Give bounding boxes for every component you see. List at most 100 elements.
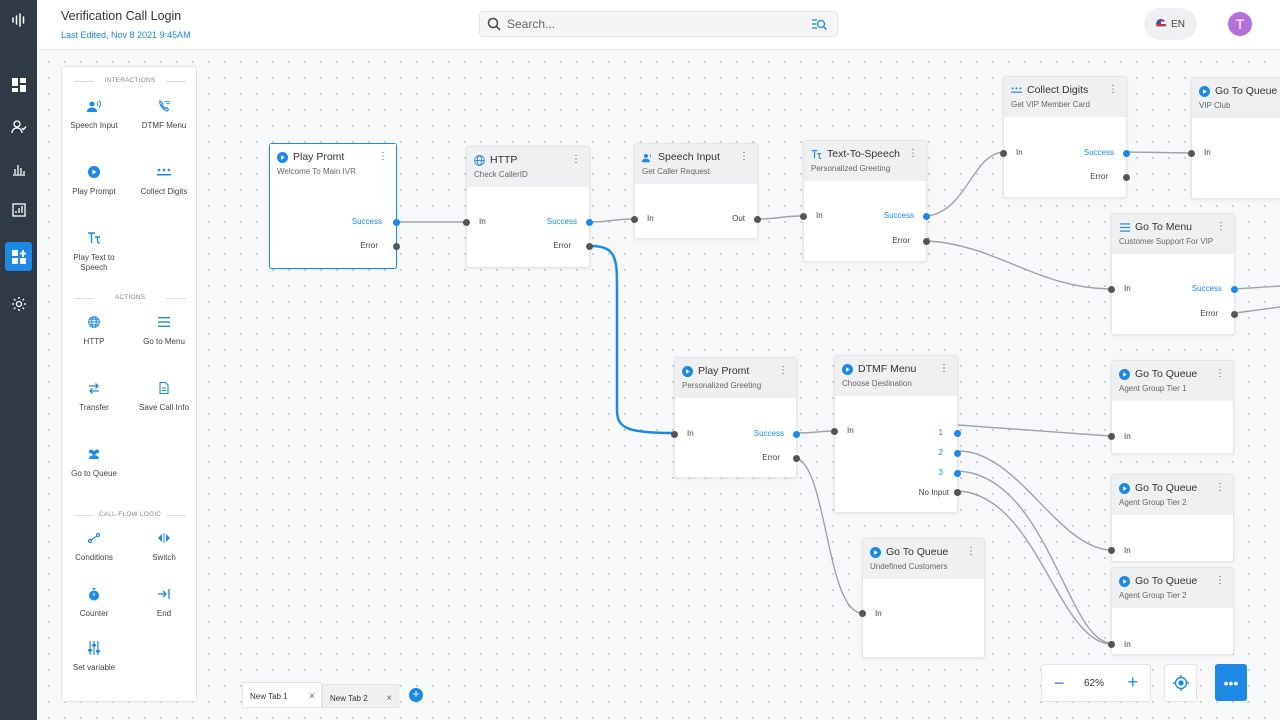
node-menu-icon[interactable]: ⋮ bbox=[778, 365, 788, 376]
input-port[interactable] bbox=[1108, 286, 1115, 293]
input-port[interactable] bbox=[1108, 641, 1115, 648]
palette-collect-digits[interactable]: Collect Digits bbox=[137, 163, 191, 197]
component-palette: INTERACTIONS Speech Input DTMF Menu Play… bbox=[61, 66, 197, 702]
node-menu-icon[interactable]: ⋮ bbox=[966, 546, 976, 557]
output-port-no-input[interactable] bbox=[954, 489, 961, 496]
user-avatar[interactable]: T bbox=[1228, 12, 1252, 36]
palette-transfer[interactable]: Transfer bbox=[67, 379, 121, 413]
output-port-error[interactable] bbox=[1231, 311, 1238, 318]
node-menu-icon[interactable]: ⋮ bbox=[571, 154, 581, 165]
node-go-to-queue-undefined[interactable]: Go To Queue Undefined Customers ⋮ In bbox=[859, 538, 985, 658]
logo-icon[interactable] bbox=[5, 6, 32, 33]
add-tab-button[interactable]: + bbox=[409, 688, 423, 702]
output-port-success[interactable] bbox=[586, 219, 593, 226]
text-to-speech-icon bbox=[811, 149, 822, 160]
recenter-button[interactable] bbox=[1164, 664, 1197, 702]
transfer-icon bbox=[67, 379, 121, 397]
advanced-search-icon[interactable] bbox=[812, 18, 827, 36]
node-go-to-queue-tier1[interactable]: Go To Queue Agent Group Tier 1 ⋮ In bbox=[1108, 360, 1234, 454]
palette-end[interactable]: End bbox=[137, 585, 191, 619]
output-port-3[interactable] bbox=[954, 470, 961, 477]
node-speech-input[interactable]: Speech Input Get Caller Request ⋮ In Out bbox=[631, 143, 761, 239]
node-menu-icon[interactable]: ⋮ bbox=[1215, 482, 1225, 493]
input-port[interactable] bbox=[1108, 433, 1115, 440]
search-input[interactable] bbox=[507, 16, 797, 32]
node-menu-icon[interactable]: ⋮ bbox=[739, 151, 749, 162]
input-port[interactable] bbox=[631, 216, 638, 223]
palette-set-variable[interactable]: Set variable bbox=[67, 639, 121, 673]
contacts-icon[interactable] bbox=[5, 113, 32, 140]
node-menu-icon[interactable]: ⋮ bbox=[1108, 84, 1118, 95]
output-port-error[interactable] bbox=[586, 243, 593, 250]
palette-counter[interactable]: Counter bbox=[67, 585, 121, 619]
node-go-to-queue-vip[interactable]: Go To Queue VIP Club In bbox=[1188, 77, 1280, 199]
play-icon bbox=[870, 546, 881, 558]
node-play-prompt-welcome[interactable]: Play Promt Welcome To Main IVR ⋮ Success… bbox=[269, 143, 400, 269]
palette-speech-input[interactable]: Speech Input bbox=[67, 97, 121, 131]
output-port-error[interactable] bbox=[793, 455, 800, 462]
zoom-control: − 62% + bbox=[1041, 664, 1151, 702]
node-go-to-queue-tier2-a[interactable]: Go To Queue Agent Group Tier 2 ⋮ In bbox=[1108, 474, 1234, 562]
left-sidebar bbox=[0, 0, 37, 720]
output-port-success[interactable] bbox=[1231, 286, 1238, 293]
stopwatch-icon bbox=[67, 585, 121, 603]
reports-icon[interactable] bbox=[5, 196, 32, 223]
palette-save-call-info[interactable]: Save Call Info bbox=[137, 379, 191, 413]
node-menu-icon[interactable]: ⋮ bbox=[939, 363, 949, 374]
node-http-check-callerid[interactable]: HTTP Check CallerID ⋮ In Success Error bbox=[463, 146, 593, 268]
output-port-error[interactable] bbox=[393, 243, 400, 250]
input-port[interactable] bbox=[671, 431, 678, 438]
palette-play-prompt[interactable]: Play Prompt bbox=[67, 163, 121, 197]
input-port[interactable] bbox=[831, 428, 838, 435]
flow-canvas[interactable]: INTERACTIONS Speech Input DTMF Menu Play… bbox=[37, 50, 1280, 720]
input-port[interactable] bbox=[800, 213, 807, 220]
output-port-2[interactable] bbox=[954, 450, 961, 457]
more-options-button[interactable]: ••• bbox=[1215, 664, 1247, 701]
language-selector[interactable]: EN bbox=[1144, 8, 1197, 40]
node-menu-icon[interactable]: ⋮ bbox=[1215, 575, 1225, 586]
palette-conditions[interactable]: Conditions bbox=[67, 529, 121, 563]
tab-new-tab-1[interactable]: New Tab 1 × bbox=[242, 682, 322, 708]
output-port-success[interactable] bbox=[1123, 150, 1130, 157]
palette-go-to-queue[interactable]: Go to Queue bbox=[67, 445, 121, 479]
close-icon[interactable]: × bbox=[309, 691, 315, 702]
zoom-level: 62% bbox=[1084, 678, 1105, 689]
zoom-in-button[interactable]: + bbox=[1127, 672, 1138, 692]
zoom-out-button[interactable]: − bbox=[1054, 673, 1065, 693]
output-port-success[interactable] bbox=[923, 213, 930, 220]
palette-play-tts[interactable]: Play Text to Speech bbox=[67, 229, 121, 273]
wire-dtmf1-t1 bbox=[957, 424, 1111, 437]
close-icon[interactable]: × bbox=[386, 693, 392, 704]
node-menu-icon[interactable]: ⋮ bbox=[1216, 221, 1226, 232]
settings-icon[interactable] bbox=[5, 290, 32, 317]
palette-http[interactable]: HTTP bbox=[67, 313, 121, 347]
input-port[interactable] bbox=[1188, 150, 1195, 157]
input-port[interactable] bbox=[1108, 547, 1115, 554]
node-go-to-menu-vip[interactable]: Go To Menu Customer Support For VIP ⋮ In… bbox=[1108, 213, 1238, 335]
node-menu-icon[interactable]: ⋮ bbox=[908, 148, 918, 159]
node-text-to-speech[interactable]: Text-To-Speech Personalized Greeting ⋮ I… bbox=[800, 140, 930, 262]
node-play-prompt-personalized[interactable]: Play Promt Personalized Greeting ⋮ In Su… bbox=[671, 357, 800, 478]
input-port[interactable] bbox=[463, 219, 470, 226]
tab-new-tab-2[interactable]: New Tab 2 × bbox=[322, 684, 399, 708]
palette-go-to-menu[interactable]: Go to Menu bbox=[137, 313, 191, 347]
output-port-success[interactable] bbox=[793, 431, 800, 438]
output-port-out[interactable] bbox=[754, 216, 761, 223]
flow-builder-icon[interactable] bbox=[5, 242, 32, 271]
wire-tts-collect bbox=[927, 151, 1004, 217]
output-port-success[interactable] bbox=[393, 219, 400, 226]
node-menu-icon[interactable]: ⋮ bbox=[1215, 368, 1225, 379]
output-port-error[interactable] bbox=[1123, 174, 1130, 181]
node-go-to-queue-tier2-b[interactable]: Go To Queue Agent Group Tier 2 ⋮ In bbox=[1108, 567, 1234, 655]
node-menu-icon[interactable]: ⋮ bbox=[378, 151, 388, 162]
dashboard-icon[interactable] bbox=[5, 71, 32, 98]
palette-switch[interactable]: Switch bbox=[137, 529, 191, 563]
palette-dtmf-menu[interactable]: DTMF Menu bbox=[137, 97, 191, 131]
output-port-error[interactable] bbox=[923, 238, 930, 245]
analytics-icon[interactable] bbox=[5, 155, 32, 182]
node-collect-digits[interactable]: Collect Digits Get VIP Member Card ⋮ In … bbox=[1000, 76, 1130, 198]
output-port-1[interactable] bbox=[954, 430, 961, 437]
node-dtmf-menu[interactable]: DTMF Menu Choose Destination ⋮ In 1 2 3 … bbox=[831, 355, 961, 513]
input-port[interactable] bbox=[1000, 150, 1007, 157]
input-port[interactable] bbox=[859, 610, 866, 617]
